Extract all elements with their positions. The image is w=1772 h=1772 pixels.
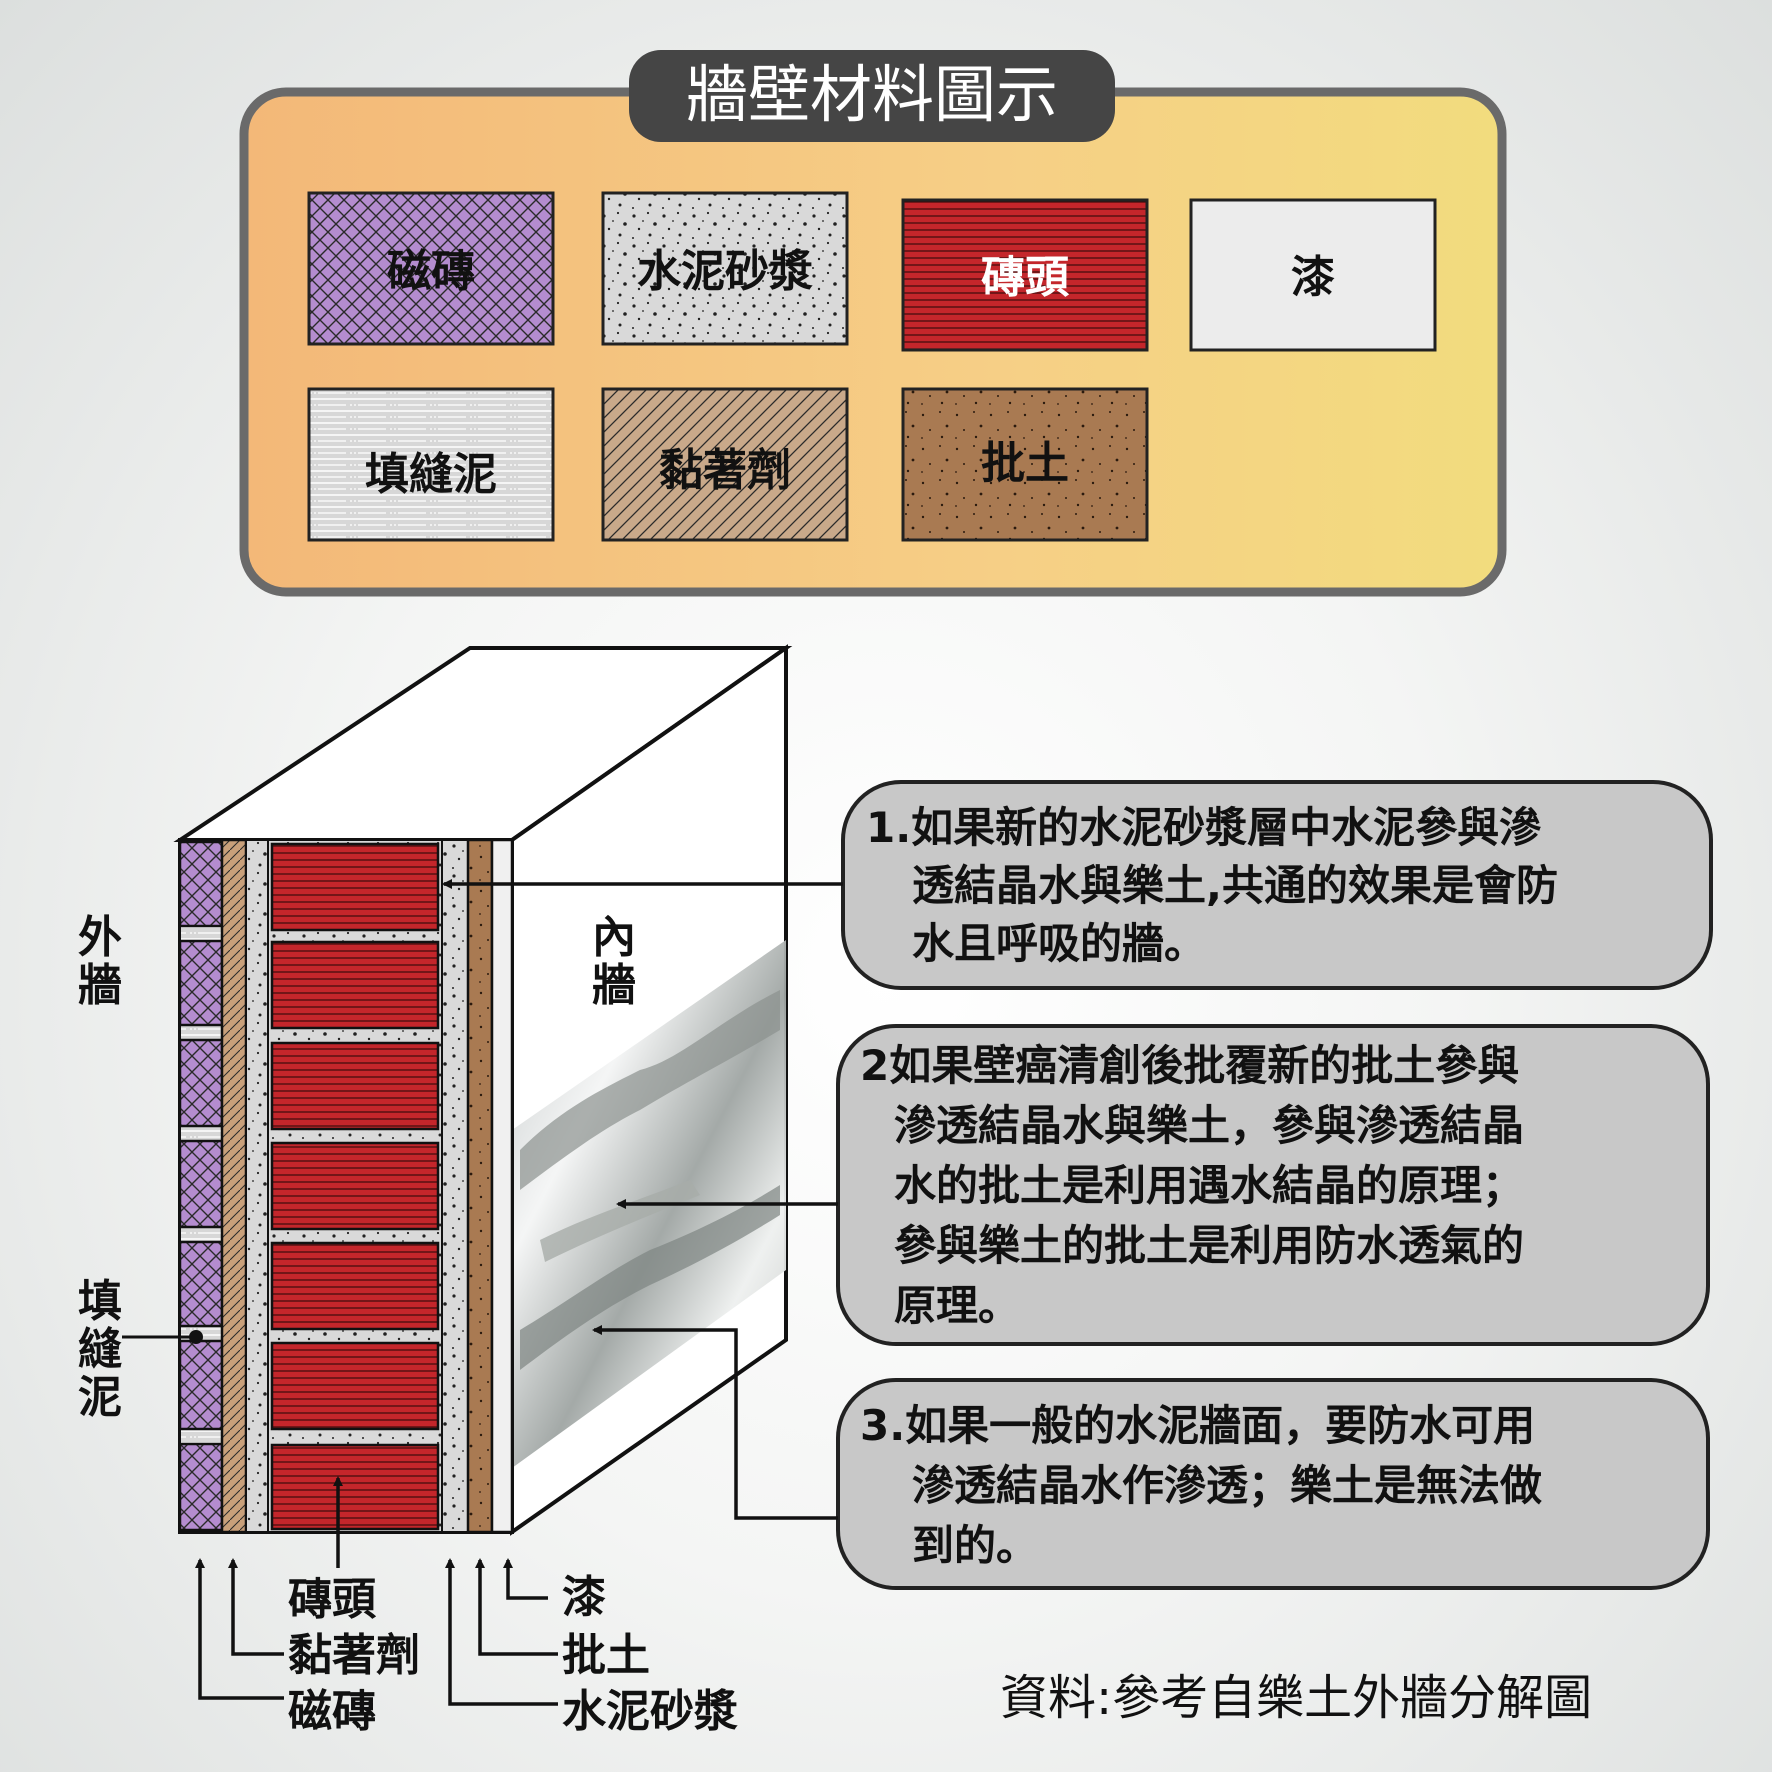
note-box-2: 2如果壁癌清創後批覆新的批土參與 滲透結晶水與樂土，參與滲透結晶 水的批土是利用… <box>836 1024 1710 1346</box>
inner-wall-label: 內 牆 <box>592 912 636 1011</box>
brick <box>270 842 440 932</box>
note-1-line-2: 透結晶水與樂土,共通的效果是會防 <box>912 861 1558 910</box>
legend-title-bar: 牆壁材料圖示 <box>629 50 1115 142</box>
note-box-1: 1.如果新的水泥砂漿層中水泥參與滲 透結晶水與樂土,共通的效果是會防 水且呼吸的… <box>841 780 1713 990</box>
bottom-labels: 磚頭 黏著劑 磁磚 漆 批土 水泥砂漿 <box>288 1572 738 1737</box>
putty-layer <box>466 838 494 1534</box>
bottom-callouts <box>195 1476 558 1706</box>
brick <box>270 1341 440 1431</box>
grout-char-3: 泥 <box>78 1372 122 1423</box>
outer-wall-char-1: 外 <box>78 912 122 963</box>
tile <box>178 939 224 1027</box>
mould-stain-2 <box>520 1185 780 1370</box>
tile <box>178 840 224 928</box>
note-3-arrow <box>592 1325 838 1520</box>
legend-item-tile: 磁磚 <box>307 191 555 346</box>
brick-column <box>270 842 440 1531</box>
tile <box>178 1139 224 1229</box>
note-box-3: 3.如果一般的水泥牆面，要防水可用 滲透結晶水作滲透；樂土是無法做 到的。 <box>836 1378 1710 1590</box>
tile-column <box>178 840 224 1532</box>
grout-char-2: 縫 <box>78 1324 122 1375</box>
tile <box>178 1442 224 1532</box>
brick <box>270 1041 440 1131</box>
outer-wall-char-2: 牆 <box>78 960 122 1011</box>
tile <box>178 1339 224 1431</box>
brick <box>270 1241 440 1331</box>
brick <box>270 940 440 1030</box>
bottom-label-putty: 批土 <box>562 1630 650 1681</box>
legend-label-mortar: 水泥砂漿 <box>637 246 813 297</box>
brick <box>270 1443 440 1531</box>
outer-wall-label: 外 牆 <box>78 912 122 1011</box>
note-1-line-3: 水且呼吸的牆。 <box>912 919 1206 968</box>
bottom-label-adhesive: 黏著劑 <box>288 1630 420 1681</box>
wall-block <box>173 644 793 1536</box>
tile <box>178 1240 224 1328</box>
bottom-label-brick: 磚頭 <box>288 1574 377 1625</box>
mortar-layer-inner <box>441 839 469 1533</box>
inner-wall-char-1: 內 <box>592 912 636 963</box>
legend-label-tile: 磁磚 <box>387 246 475 297</box>
adhesive-layer <box>220 838 248 1534</box>
note-2-line-4: 參與樂土的批土是利用防水透氣的 <box>894 1221 1524 1270</box>
legend-item-brick: 磚頭 <box>901 198 1149 352</box>
note-1-line-1: 1.如果新的水泥砂漿層中水泥參與滲 <box>866 803 1541 852</box>
adhesive-callout-line <box>228 1558 284 1656</box>
paint-callout-line <box>503 1558 548 1600</box>
note-2-line-2: 滲透結晶水與樂土，參與滲透結晶 <box>894 1101 1524 1150</box>
tile-callout-line <box>195 1558 284 1700</box>
note-2-line-5: 原理。 <box>894 1281 1020 1330</box>
note-3-line-2: 滲透結晶水作滲透；樂土是無法做 <box>912 1461 1542 1510</box>
mould-stain-3 <box>540 1180 700 1262</box>
grout-label: 填 縫 泥 <box>78 1276 203 1423</box>
legend-item-paint: 漆 <box>1189 198 1437 352</box>
note-2-line-3: 水的批土是利用遇水結晶的原理； <box>894 1161 1524 1210</box>
note-3-line-3: 到的。 <box>912 1521 1038 1570</box>
note-arrows <box>442 879 843 1520</box>
mortar-layer-outer <box>245 839 269 1533</box>
legend-label-putty: 批土 <box>981 438 1069 489</box>
legend-label-brick: 磚頭 <box>981 252 1070 303</box>
legend-label-adhesive: 黏著劑 <box>659 445 791 496</box>
bottom-label-paint: 漆 <box>562 1572 606 1623</box>
source-credit: 資料:參考自樂土外牆分解圖 <box>1000 1670 1592 1726</box>
inner-wall-char-2: 牆 <box>592 960 636 1011</box>
legend-label-paint: 漆 <box>1291 252 1335 303</box>
legend-item-putty: 批土 <box>901 387 1149 542</box>
bottom-label-tile: 磁磚 <box>288 1686 376 1737</box>
grout-pointer-dot <box>189 1330 203 1344</box>
legend-item-mortar: 水泥砂漿 <box>601 191 849 346</box>
tile <box>178 1038 224 1128</box>
mould-stain-1 <box>520 990 780 1190</box>
grout-char-1: 填 <box>78 1276 122 1327</box>
legend-title: 牆壁材料圖示 <box>686 58 1058 131</box>
mortar-callout-line <box>445 1558 558 1706</box>
legend-item-grout: 填縫泥 <box>307 387 555 542</box>
note-2-line-1: 2如果壁癌清創後批覆新的批土參與 <box>860 1041 1519 1090</box>
bottom-label-mortar: 水泥砂漿 <box>562 1686 738 1737</box>
putty-callout-line <box>475 1558 558 1656</box>
paint-layer <box>490 838 514 1534</box>
legend-label-grout: 填縫泥 <box>365 449 497 500</box>
legend-item-adhesive: 黏著劑 <box>601 387 849 542</box>
brick <box>270 1141 440 1231</box>
note-3-line-1: 3.如果一般的水泥牆面，要防水可用 <box>860 1401 1535 1450</box>
